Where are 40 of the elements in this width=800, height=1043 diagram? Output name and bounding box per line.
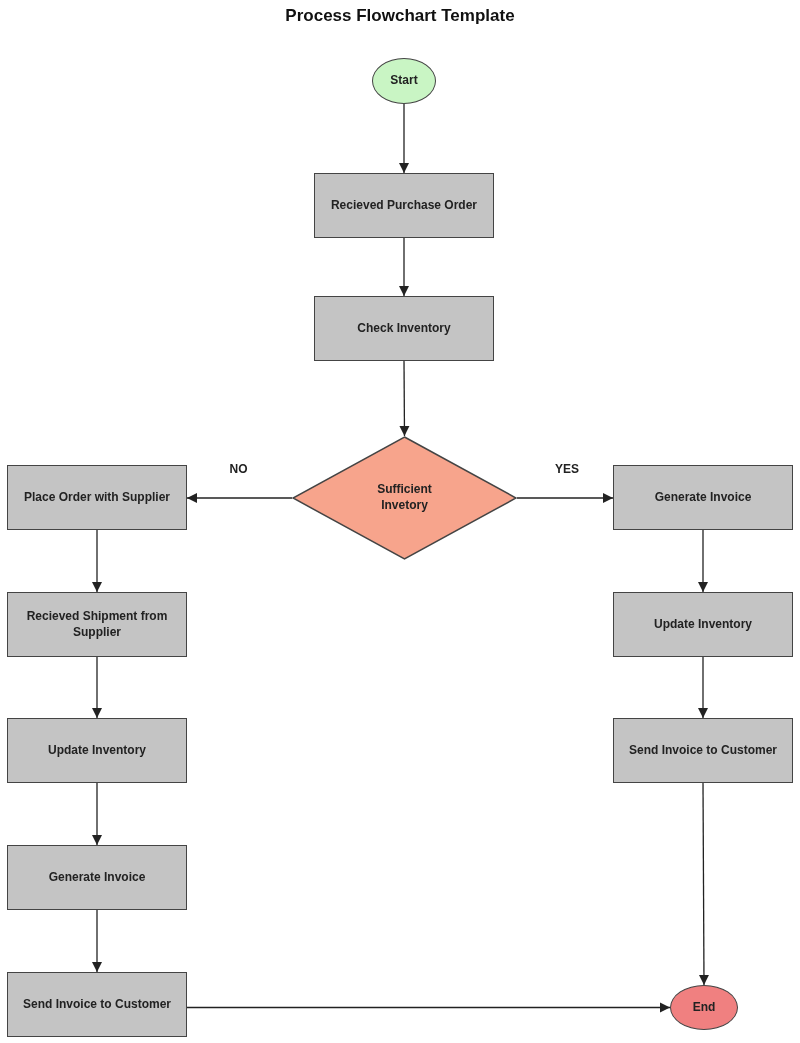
node-text: Update Inventory (47, 742, 147, 759)
node-text: End (691, 999, 717, 1016)
title: Process Flowchart Template (284, 6, 516, 26)
node-text: Update Inventory (653, 616, 753, 633)
arrow (186, 1002, 671, 1013)
arrow (91, 782, 103, 846)
process-box (7, 592, 187, 657)
process-box (7, 465, 187, 530)
process-box (7, 718, 187, 783)
arrow (697, 656, 709, 719)
arrow (91, 656, 103, 719)
process-box (613, 592, 793, 657)
process-box (613, 718, 793, 783)
process-box (7, 845, 187, 910)
arrow (398, 103, 410, 174)
process-box (314, 296, 494, 361)
node-text: Start (389, 73, 419, 89)
process-box (314, 173, 494, 238)
node-text: Send Invoice to Customer (628, 742, 778, 759)
decision-diamond (292, 436, 517, 560)
arrow (91, 529, 103, 593)
arrow (399, 360, 410, 437)
node-text: Sufficient Invetory (376, 482, 433, 514)
node-text: Send Invoice to Customer (22, 996, 172, 1013)
node-text: Place Order with Supplier (22, 489, 171, 506)
arrow (697, 529, 709, 593)
arrow (516, 492, 614, 504)
edge-label: YES (553, 462, 581, 476)
arrow (698, 782, 710, 986)
node-text: Check Inventory (356, 320, 452, 337)
arrow (91, 909, 103, 973)
arrow (398, 237, 410, 297)
edge-label: NO (227, 462, 250, 476)
node-text: Generate Invoice (47, 869, 147, 886)
process-box (7, 972, 187, 1037)
node-text: Recieved Shipment from Supplier (25, 608, 169, 641)
node-text: Generate Invoice (653, 489, 753, 506)
arrow (186, 492, 293, 504)
node-text: Recieved Purchase Order (329, 197, 479, 214)
process-box (613, 465, 793, 530)
